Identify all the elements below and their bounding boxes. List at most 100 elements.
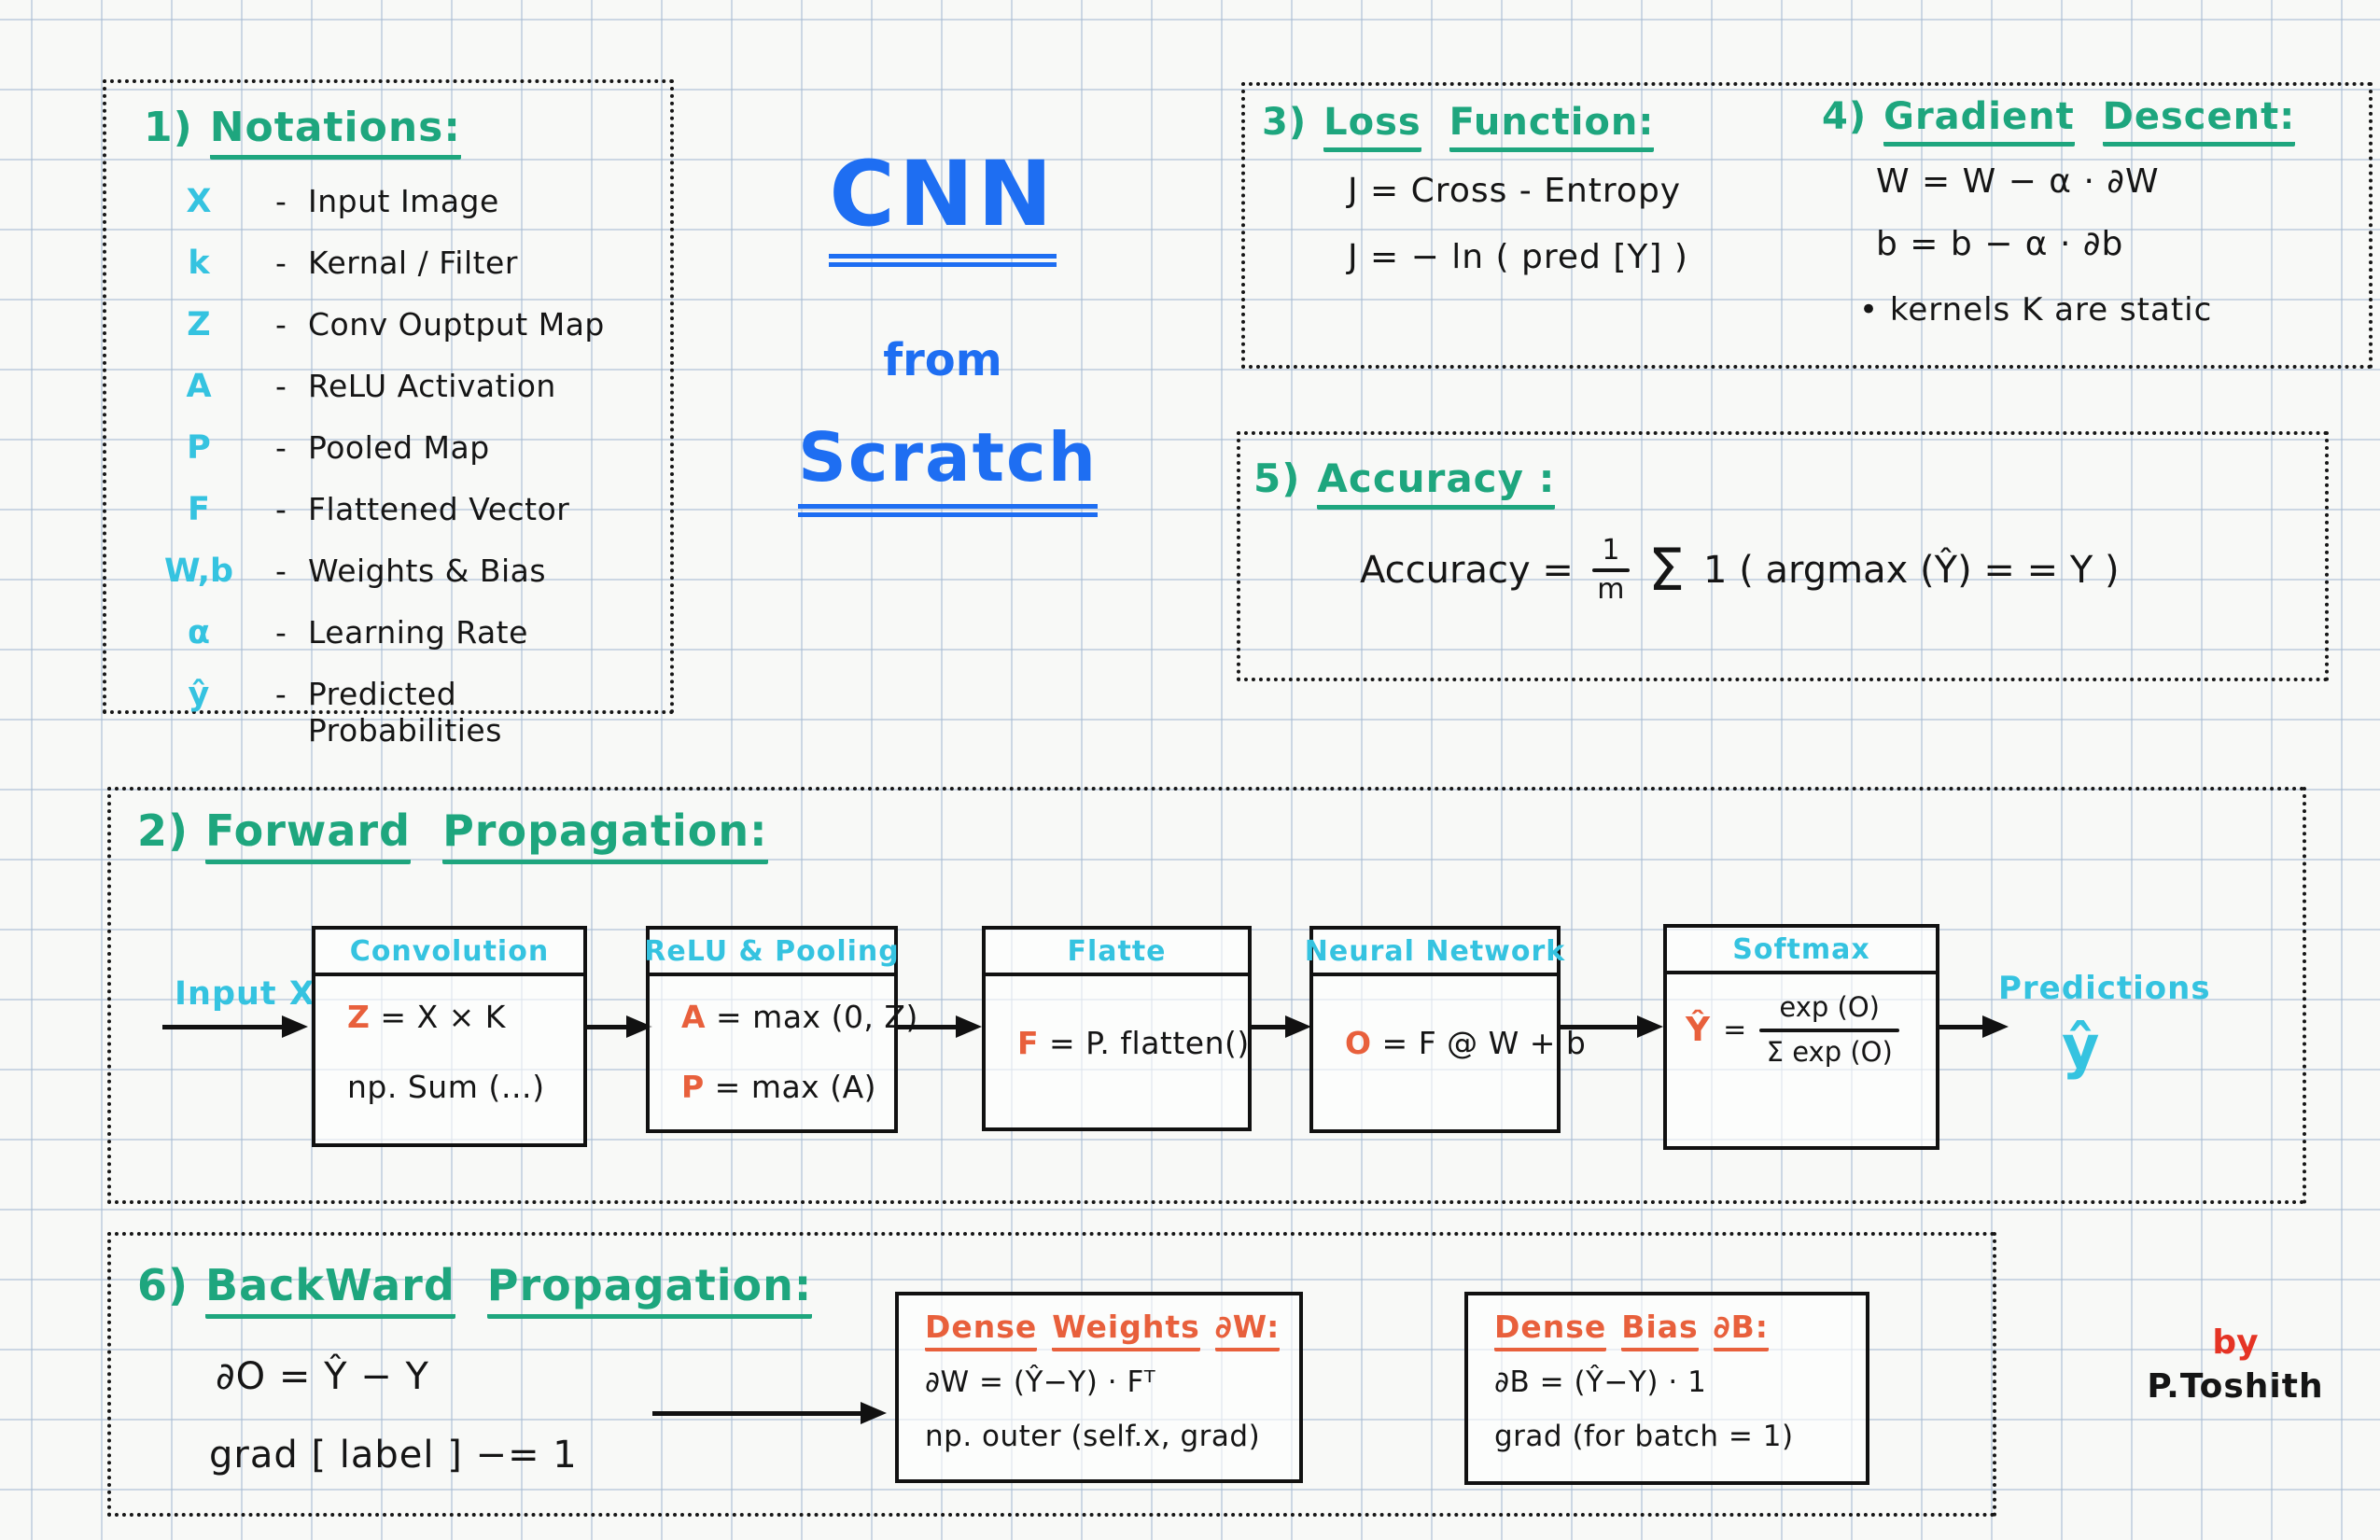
backward-title-word: Propagation:	[486, 1260, 813, 1319]
softmax-header: Softmax	[1667, 928, 1936, 974]
backward-arrow	[652, 1402, 887, 1423]
input-x-label: Input X	[175, 975, 315, 1013]
notation-item: k -Kernal / Filter	[144, 245, 661, 306]
conv-symbol-z: Z	[347, 999, 371, 1035]
notation-desc: Conv Ouptput Map	[308, 306, 605, 343]
dense-weights-formula: ∂W = (Ŷ−Y) · Fᵀ	[925, 1365, 1156, 1399]
notations-title-text: Notations:	[209, 104, 461, 160]
neural-network-body: O = F @ W + b	[1313, 976, 1586, 1061]
notation-symbol: α	[187, 614, 211, 651]
backward-title: 6) BackWard Propagation:	[137, 1260, 813, 1319]
backward-title-word: BackWard	[205, 1260, 455, 1319]
notation-symbol: X	[186, 183, 212, 220]
accuracy-number: 5)	[1253, 455, 1301, 501]
pool-symbol-p: P	[681, 1069, 705, 1105]
notation-item: F-Flattened Vector	[144, 491, 661, 553]
notation-desc: Weights & Bias	[308, 553, 547, 589]
dense-bias-formula: ∂B = (Ŷ−Y) · 1	[1494, 1365, 1707, 1399]
loss-function-block: 3)Loss Function: J = Cross - Entropy J =…	[1262, 101, 1688, 276]
notation-item: ŷ-Predicted Probabilities	[144, 676, 661, 749]
flow-arrow-3	[1252, 1015, 1311, 1037]
forward-title-word: Forward	[205, 805, 412, 864]
notation-item: A-ReLU Activation	[144, 368, 661, 429]
dense-weights-title-word: ∂W:	[1214, 1309, 1281, 1351]
notation-dash: -	[275, 245, 287, 281]
notation-item: Z-Conv Ouptput Map	[144, 306, 661, 368]
notation-desc: Input Image	[308, 183, 499, 219]
nn-formula: O = F @ W + b	[1345, 1025, 1586, 1061]
softmax-numerator: exp (O)	[1779, 991, 1880, 1023]
dense-bias-title-word: Dense	[1494, 1309, 1607, 1351]
notation-item: W,b-Weights & Bias	[144, 553, 661, 614]
fraction-denominator: m	[1597, 572, 1625, 606]
notation-symbol: Z	[187, 306, 211, 343]
flow-arrow-4	[1561, 1015, 1663, 1037]
notation-desc: Learning Rate	[308, 614, 528, 651]
gradient-title-word: Descent:	[2102, 95, 2296, 147]
softmax-fraction-bar	[1759, 1028, 1900, 1032]
fraction-bar	[1591, 567, 1630, 572]
nn-formula-rest: = F @ W + b	[1371, 1025, 1587, 1061]
accuracy-lhs: Accuracy =	[1360, 548, 1574, 592]
main-title-scratch: Scratch	[798, 418, 1098, 517]
dense-bias-title-word: ∂B:	[1713, 1309, 1769, 1351]
loss-gradient-section: 3)Loss Function: J = Cross - Entropy J =…	[1241, 82, 2373, 369]
flow-arrow-2	[898, 1015, 982, 1037]
main-title-from: from	[883, 334, 1002, 386]
predictions-label: Predictions	[1998, 970, 2211, 1007]
notation-desc: ReLU Activation	[308, 368, 556, 404]
forward-title: 2)Forward Propagation:	[137, 805, 768, 864]
softmax-fraction: exp (O) Σ exp (O)	[1759, 991, 1900, 1068]
dense-bias-box: Dense Bias ∂B: ∂B = (Ŷ−Y) · 1 grad (for ba…	[1464, 1292, 1869, 1485]
notations-number: 1)	[144, 104, 193, 151]
loss-formula-1: J = Cross - Entropy	[1348, 172, 1682, 210]
dense-bias-title-word: Bias	[1621, 1309, 1699, 1351]
convolution-header: Convolution	[315, 930, 583, 976]
loss-number: 3)	[1262, 101, 1308, 144]
fraction-numerator: 1	[1602, 534, 1620, 567]
notation-symbol: A	[186, 368, 212, 405]
gradient-title: 4)Gradient Descent:	[1822, 95, 2296, 147]
conv-npsum: np. Sum (…)	[347, 1069, 545, 1105]
relu-formula-rest: = max (0, Z)	[706, 999, 918, 1035]
dense-bias-code: grad (for batch = 1)	[1494, 1420, 1794, 1453]
flatten-symbol-f: F	[1017, 1025, 1040, 1061]
notation-dash: -	[275, 183, 287, 219]
notation-desc: Predicted Probabilities	[307, 676, 502, 749]
softmax-formula: Ŷ = exp (O) Σ exp (O)	[1686, 989, 1936, 1068]
notation-symbol: P	[187, 429, 211, 467]
softmax-symbol-yhat: Ŷ	[1686, 1011, 1711, 1050]
dense-weights-title-word: Dense	[925, 1309, 1038, 1351]
neural-network-box: Neural Network O = F @ W + b	[1305, 926, 1586, 1133]
notations-list: X-Input Image k-Kernal / Filter Z-Conv O…	[144, 183, 661, 749]
backward-number: 6)	[137, 1260, 189, 1310]
accuracy-fraction: 1 m	[1591, 534, 1630, 606]
sigma-symbol: Σ	[1647, 535, 1686, 604]
notation-dash: -	[275, 614, 287, 651]
accuracy-formula: Accuracy = 1 m Σ 1 ( argmax (Ŷ) = = Y )	[1360, 536, 2120, 604]
notation-dash: -	[275, 491, 287, 527]
convolution-body: Z = X × K np. Sum (…)	[315, 976, 583, 1105]
notation-symbol: k	[188, 245, 210, 282]
forward-propagation-section: 2)Forward Propagation: Input X Convoluti…	[107, 787, 2306, 1204]
notations-title: 1) Notations:	[144, 104, 661, 160]
dense-weights-code: np. outer (self.x, grad)	[925, 1420, 1261, 1453]
main-title-cnn: CNN	[829, 142, 1057, 267]
notation-dash: -	[275, 553, 287, 589]
accuracy-rhs: 1 ( argmax (Ŷ) = = Y )	[1703, 548, 2120, 592]
signature: by P.Toshith	[2133, 1323, 2338, 1406]
predictions-symbol: ŷ	[2062, 1013, 2100, 1081]
notation-symbol: ŷ	[188, 676, 210, 713]
gradient-note-kernels: • kernels K are static	[1859, 291, 2213, 329]
notation-item: P-Pooled Map	[144, 429, 661, 491]
input-arrow	[162, 1015, 308, 1037]
forward-number: 2)	[137, 805, 189, 856]
notations-section: 1)Notations: X-Input Image k-Kernal / Fi…	[103, 79, 674, 749]
gradient-formula-b: b = b − α · ∂b	[1876, 225, 2124, 263]
accuracy-title-text: Accuracy :	[1317, 455, 1556, 510]
flow-arrow-5	[1939, 1015, 2009, 1037]
notation-desc: Kernal / Filter	[308, 245, 518, 281]
signature-by: by	[2212, 1323, 2259, 1362]
